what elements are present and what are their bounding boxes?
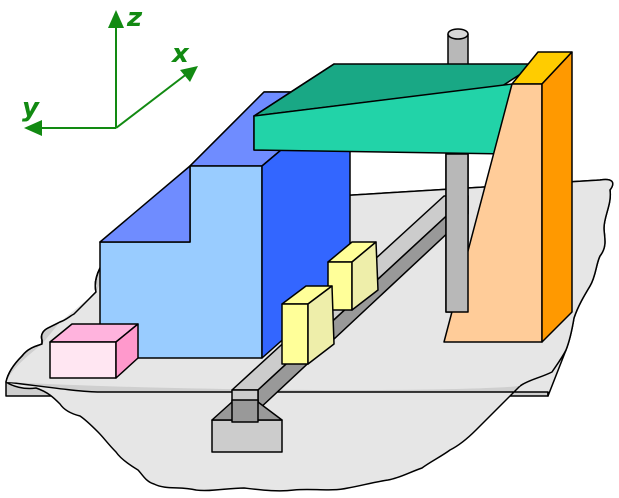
rail-foot-front <box>211 419 283 453</box>
y-axis-arrow-icon <box>24 120 42 136</box>
small-box-front <box>49 341 117 379</box>
gantry-end <box>253 63 335 117</box>
small-box-side <box>115 323 139 379</box>
small-box <box>49 323 139 379</box>
gantry-beam <box>253 63 537 155</box>
yellow-block-front <box>281 285 335 365</box>
rail-post <box>231 399 259 423</box>
z-axis-arrow-icon <box>108 10 124 28</box>
spindle-cap <box>447 28 469 40</box>
spindle-rod-visible <box>445 153 469 313</box>
x-axis-label: x <box>170 39 190 69</box>
y-axis-label: y <box>22 93 40 123</box>
x-axis-line <box>115 72 189 129</box>
z-axis-label: z <box>126 3 143 33</box>
block-lower-slope <box>99 165 191 243</box>
coordinate-axes: z x y <box>22 3 198 136</box>
yellow-block-rear <box>327 241 379 311</box>
x-axis-arrow-icon <box>180 66 198 82</box>
column-side <box>541 51 573 343</box>
